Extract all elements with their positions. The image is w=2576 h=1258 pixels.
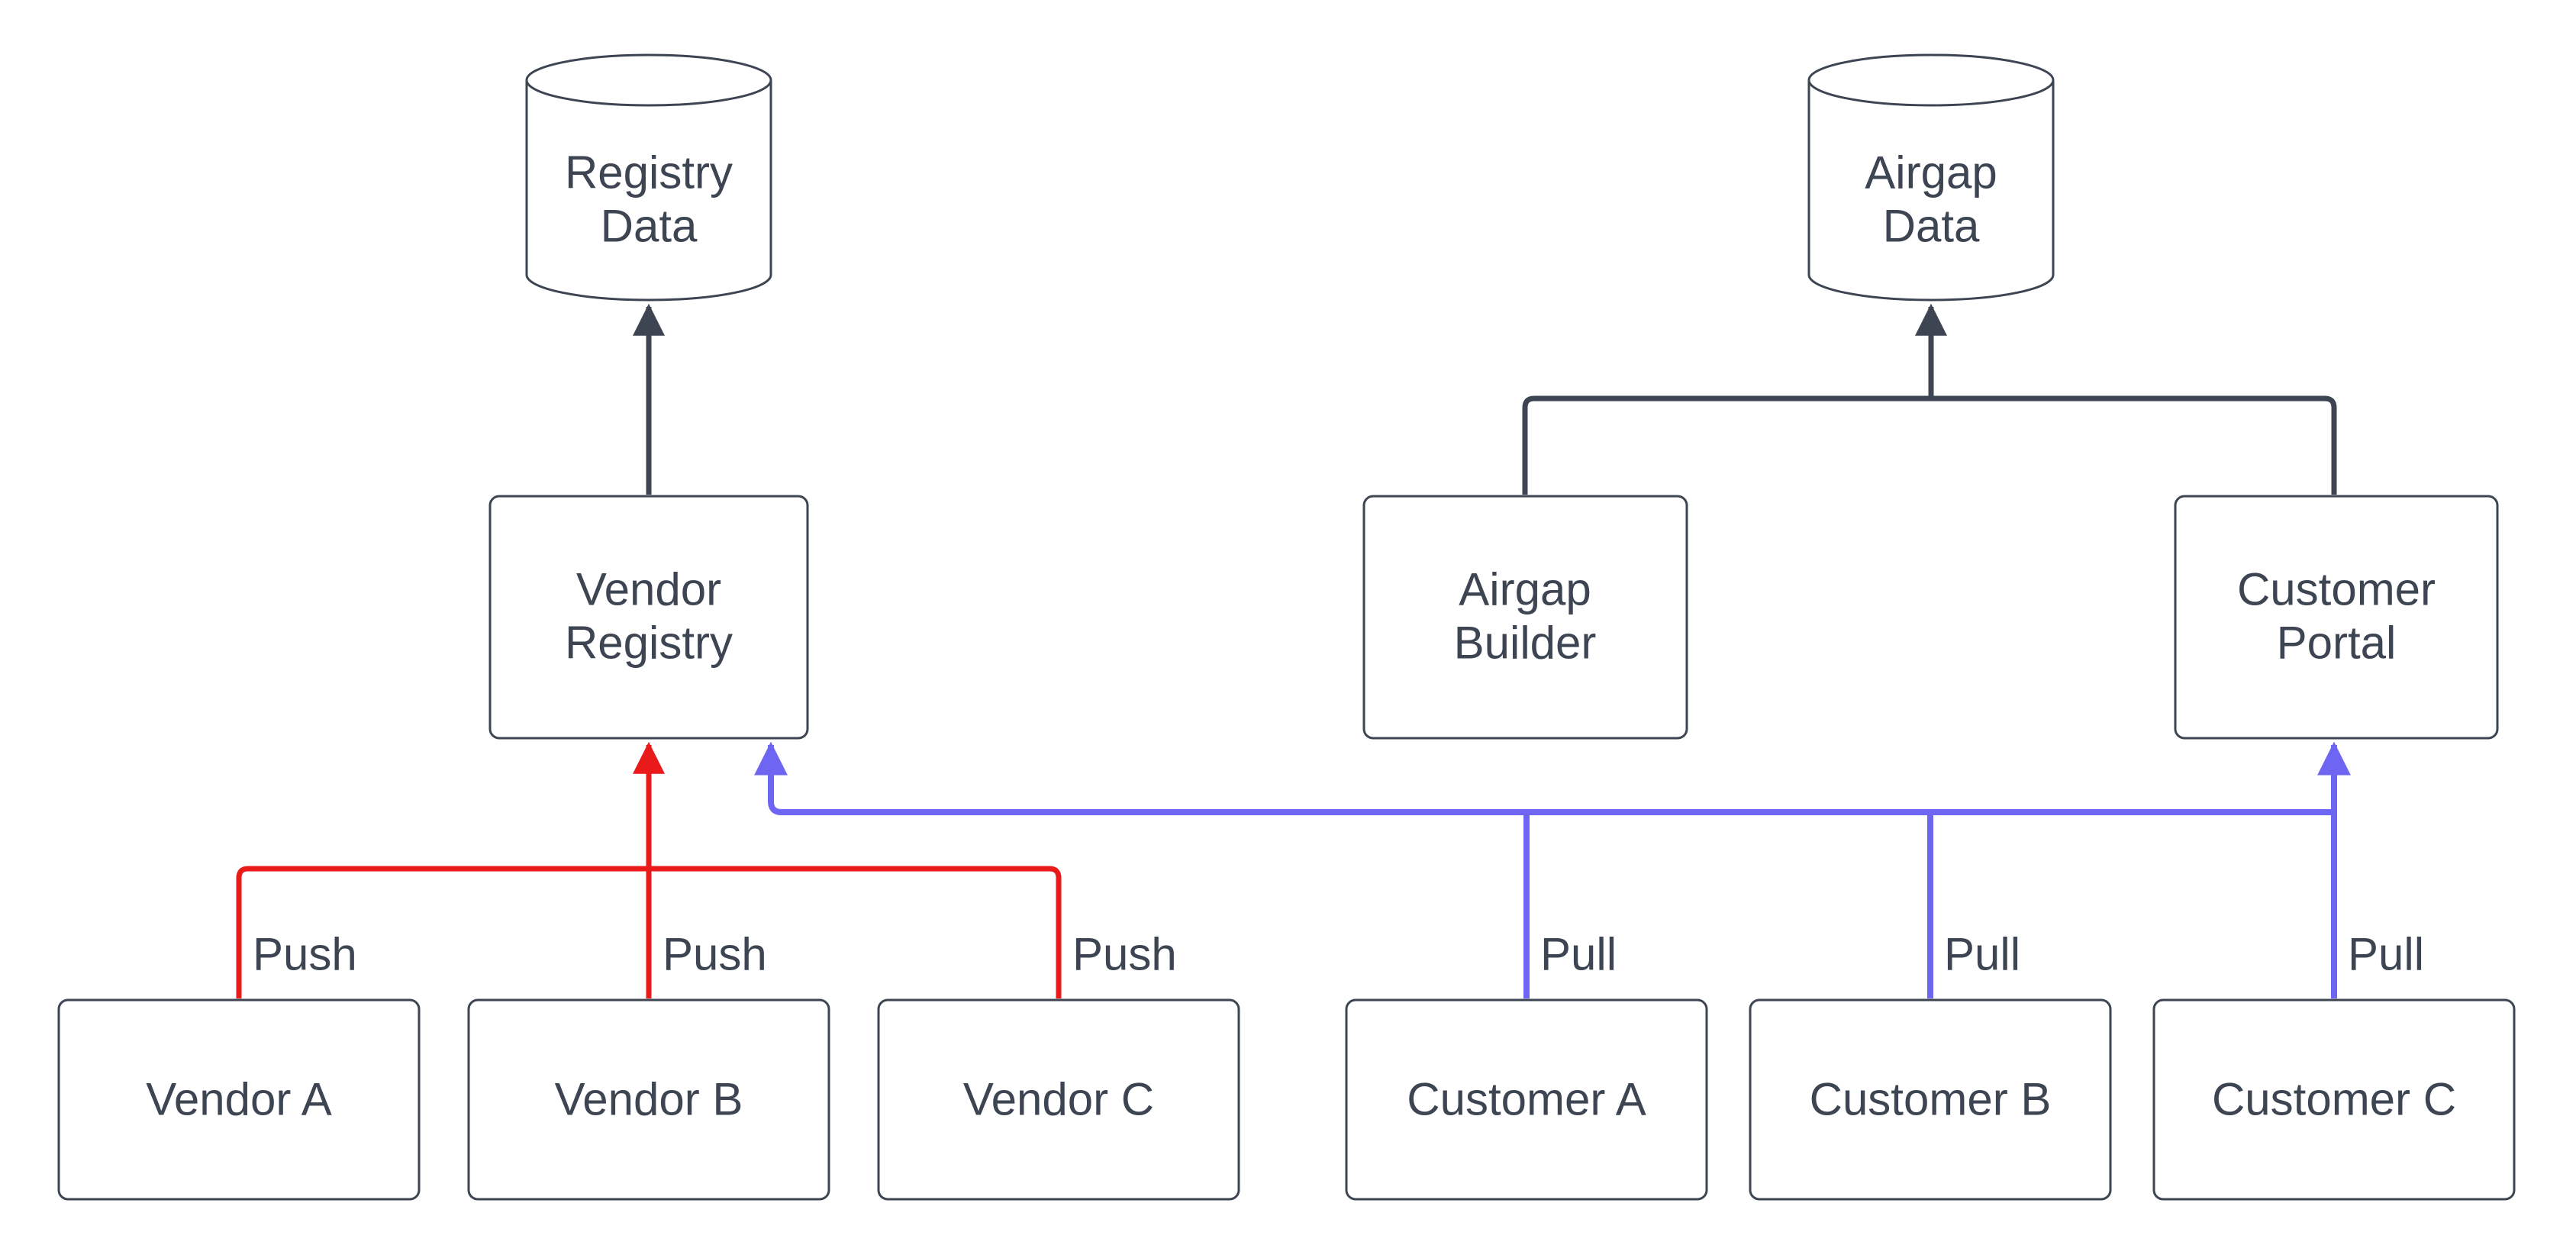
customer-a-box [1345, 998, 1708, 1201]
push-label-vendor-b: Push [663, 929, 767, 980]
customer-c-label: Customer C [2212, 1074, 2456, 1125]
node-vendor-c: Vendor C [877, 998, 1240, 1201]
database-cylinder-icon [525, 53, 772, 302]
customer-c-box [2152, 998, 2516, 1201]
pull-label-customer-c: Pull [2348, 929, 2424, 980]
vendor-a-label: Vendor A [146, 1074, 332, 1125]
node-vendor-a: Vendor A [57, 998, 421, 1201]
node-customer-a: Customer A [1345, 998, 1708, 1201]
database-cylinder-rim [1807, 79, 2055, 107]
customer-portal-label-line1: Customer [2237, 564, 2436, 615]
customer-b-box [1749, 998, 2112, 1201]
customer-b-label: Customer B [1810, 1074, 2052, 1125]
vendor-b-box [467, 998, 830, 1201]
airgap-builder-label-line2: Builder [1454, 618, 1597, 669]
vendor-b-label: Vendor B [555, 1074, 743, 1125]
database-cylinder-icon [1807, 53, 2055, 302]
registry-data-label-line1: Registry [565, 147, 733, 198]
vendor-registry-label-line1: Vendor [576, 564, 721, 615]
node-customer-portal: Customer Portal [2174, 495, 2499, 740]
node-vendor-registry: Vendor Registry [488, 495, 809, 740]
pull-label-customer-b: Pull [1944, 929, 2020, 980]
node-registry-data: Registry Data [525, 53, 772, 302]
vendor-c-box [877, 998, 1240, 1201]
airgap-data-label-line1: Airgap [1865, 147, 1997, 198]
edge-pull-bus-to-vendor-registry [754, 741, 2334, 815]
customer-portal-label-line2: Portal [2277, 618, 2397, 669]
edge-airgap-builder-customer-portal-bus [1522, 395, 2337, 495]
airgap-builder-box [1362, 495, 1688, 740]
push-label-vendor-c: Push [1072, 929, 1177, 980]
node-airgap-data: Airgap Data [1807, 53, 2055, 302]
vendor-registry-box [488, 495, 809, 740]
node-airgap-builder: Airgap Builder [1362, 495, 1688, 740]
database-cylinder-rim [525, 79, 772, 107]
vendor-a-box [57, 998, 421, 1201]
airgap-builder-label-line1: Airgap [1459, 564, 1591, 615]
node-customer-c: Customer C [2152, 998, 2516, 1201]
vendor-c-label: Vendor C [963, 1074, 1154, 1125]
pull-label-customer-a: Pull [1540, 929, 1617, 980]
customer-a-label: Customer A [1407, 1074, 1646, 1125]
registry-data-label-line2: Data [601, 201, 698, 252]
node-customer-b: Customer B [1749, 998, 2112, 1201]
push-label-vendor-a: Push [253, 929, 357, 980]
airgap-data-label-line2: Data [1883, 201, 1980, 252]
customer-portal-box [2174, 495, 2499, 740]
node-vendor-b: Vendor B [467, 998, 830, 1201]
vendor-registry-label-line2: Registry [565, 618, 733, 669]
